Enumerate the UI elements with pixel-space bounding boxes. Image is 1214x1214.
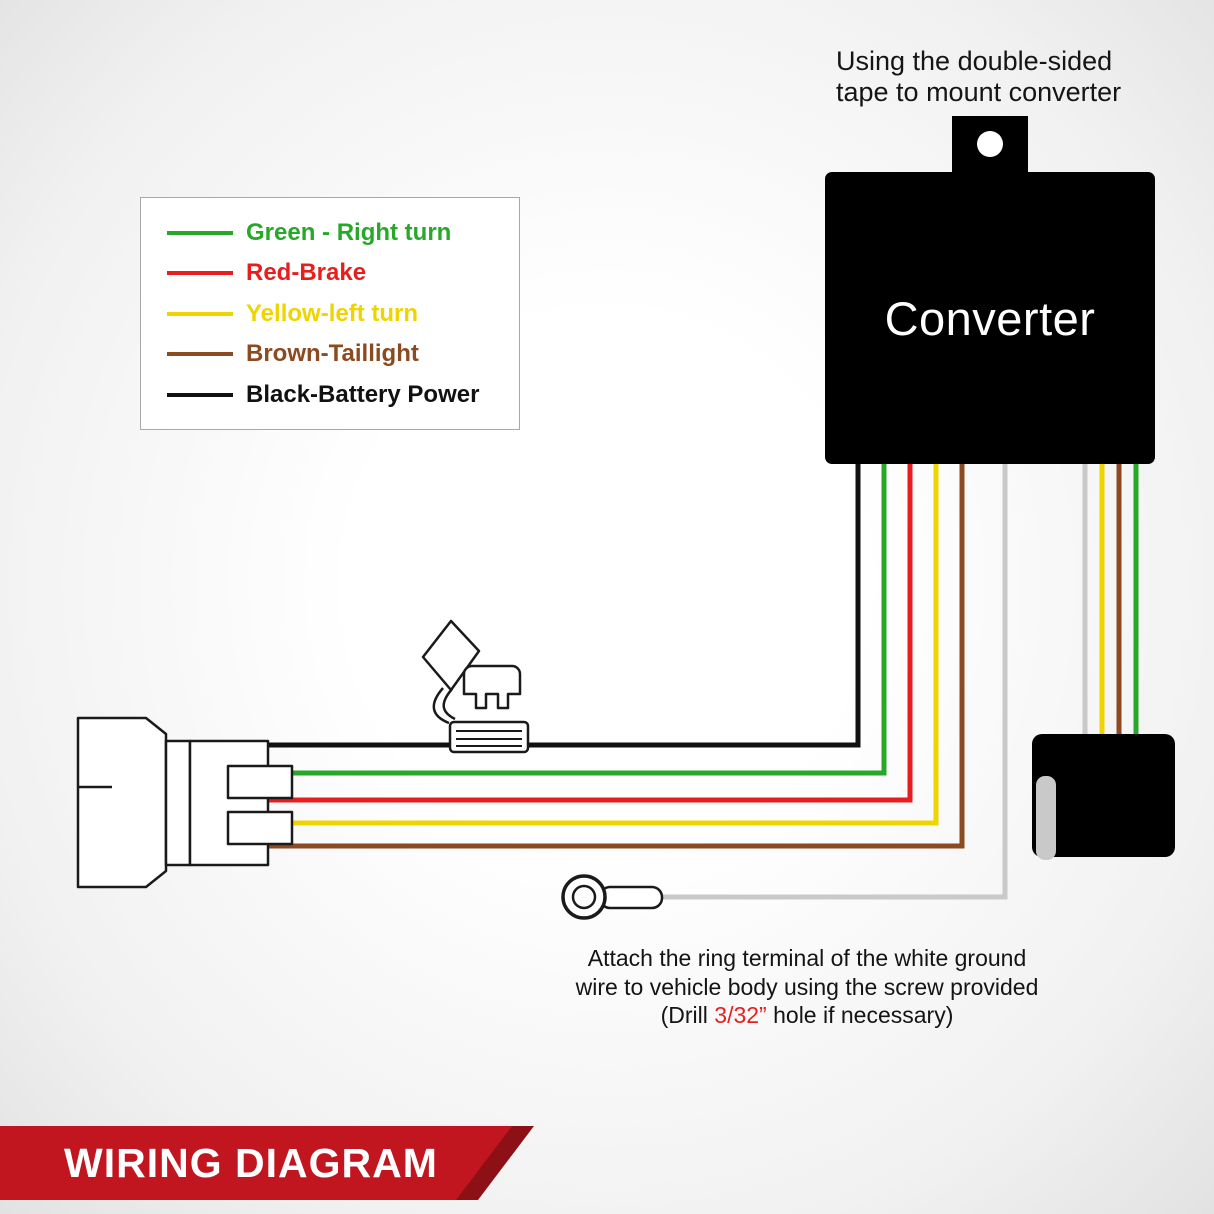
legend-label: Red-Brake xyxy=(246,259,367,286)
yellow-wire-swatch xyxy=(167,311,233,316)
legend-label: Black-Battery Power xyxy=(246,380,480,408)
ring-terminal-barrel xyxy=(598,885,664,910)
connector-housing xyxy=(76,716,168,889)
brake-wire xyxy=(266,462,913,803)
mounting-hole-icon xyxy=(977,131,1003,157)
ground-wire-note-line2: wire to vehicle body using the screw pro… xyxy=(575,973,1039,1000)
mounting-note-line2: tape to mount converter xyxy=(836,77,1122,107)
brown-wire-swatch xyxy=(167,352,233,356)
ring-terminal-hole xyxy=(571,884,597,910)
connector-tab-top xyxy=(226,764,294,800)
ring-terminal xyxy=(561,874,664,920)
battery-power-wire xyxy=(266,462,861,748)
flat-connector-tab xyxy=(1036,776,1056,860)
output-wires xyxy=(1082,462,1139,750)
fuse-holder xyxy=(421,619,530,754)
red-wire-swatch xyxy=(167,271,233,275)
vehicle-connector xyxy=(76,716,294,889)
fuse-cap-strap xyxy=(432,687,450,725)
converter-box xyxy=(825,172,1155,464)
mounting-note: Using the double-sided tape to mount con… xyxy=(836,46,1121,108)
connector-coupler xyxy=(164,739,192,867)
legend-item-right-turn: Green - Right turn xyxy=(141,219,519,247)
black-wire-swatch xyxy=(167,392,233,397)
wire-color-legend: Green - Right turn Red-Brake Yellow-left… xyxy=(140,197,520,430)
fuse-cap xyxy=(421,619,481,692)
legend-label: Yellow-left turn xyxy=(246,299,419,327)
legend-item-brake: Red-Brake xyxy=(141,259,519,287)
drill-size-highlight: 3/32” xyxy=(714,1002,767,1028)
flat-connector-body xyxy=(1032,734,1175,857)
ground-wire-note-line3: (Drill 3/32” hole if necessary) xyxy=(516,1001,1098,1030)
taillight-wire xyxy=(266,462,965,849)
ground-wire-note: Attach the ring terminal of the white gr… xyxy=(516,944,1098,1030)
legend-item-battery-power: Black-Battery Power xyxy=(141,381,519,409)
fuse-cap-strap2 xyxy=(442,688,456,721)
wiring-diagram-banner: WIRING DIAGRAM xyxy=(0,1126,512,1200)
mounting-note-line1: Using the double-sided xyxy=(836,46,1113,76)
fuse-icon xyxy=(462,664,522,710)
legend-item-left-turn: Yellow-left turn xyxy=(141,300,519,328)
connector-tab-bottom xyxy=(226,810,294,846)
left-turn-wire xyxy=(292,462,939,826)
ground-wire xyxy=(640,462,1008,900)
drill-note-prefix: (Drill xyxy=(660,1002,715,1028)
green-wire-swatch xyxy=(167,230,233,235)
ground-wire-note-line1: Attach the ring terminal of the white gr… xyxy=(587,945,1027,971)
drill-note-suffix: hole if necessary) xyxy=(766,1002,954,1028)
connector-shell xyxy=(188,739,270,867)
right-turn-wire xyxy=(292,462,887,776)
banner-title: WIRING DIAGRAM xyxy=(64,1139,438,1186)
legend-label: Brown-Taillight xyxy=(246,340,419,367)
legend-item-taillight: Brown-Taillight xyxy=(141,340,519,368)
fuse-holder-body xyxy=(448,720,530,754)
legend-label: Green - Right turn xyxy=(246,218,452,246)
converter-label: Converter xyxy=(884,291,1096,345)
harness-wires xyxy=(266,462,1008,900)
